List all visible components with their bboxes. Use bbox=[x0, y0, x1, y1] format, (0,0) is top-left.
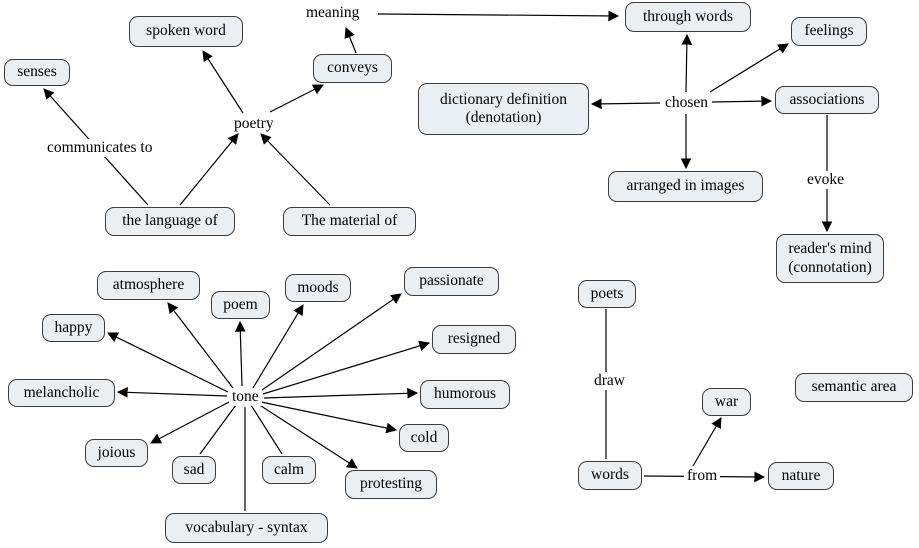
edge-label-chosen[interactable]: chosen bbox=[662, 94, 712, 112]
edge-chosen-associations bbox=[711, 95, 773, 107]
node-nature[interactable]: nature bbox=[768, 462, 834, 490]
node-semantic-area[interactable]: semantic area bbox=[795, 373, 913, 402]
node-conveys[interactable]: conveys bbox=[313, 54, 392, 83]
edge-chosen-through-words bbox=[681, 33, 693, 93]
node-moods[interactable]: moods bbox=[285, 274, 351, 302]
edge-tone-joious bbox=[150, 401, 230, 444]
edge-language-poetry bbox=[179, 133, 239, 206]
node-resigned[interactable]: resigned bbox=[432, 325, 516, 354]
edge-tone-poem bbox=[234, 320, 246, 387]
node-melancholic[interactable]: melancholic bbox=[8, 379, 115, 407]
node-happy[interactable]: happy bbox=[42, 314, 105, 342]
node-vocabulary-syntax[interactable]: vocabulary - syntax bbox=[165, 513, 328, 543]
edge-tone-resigned bbox=[262, 340, 431, 395]
edge-tone-humorous bbox=[263, 387, 419, 399]
edge-conveys-meaning bbox=[344, 26, 357, 54]
edge-chosen-feelings bbox=[709, 43, 789, 93]
edge-label-draw[interactable]: draw bbox=[591, 372, 628, 390]
node-humorous[interactable]: humorous bbox=[420, 380, 510, 409]
node-passionate[interactable]: passionate bbox=[404, 267, 499, 296]
node-arranged-in-images[interactable]: arranged in images bbox=[608, 171, 763, 202]
edge-chosen-dictionary-definition bbox=[590, 98, 661, 110]
edge-tone-happy bbox=[107, 332, 229, 393]
node-war[interactable]: war bbox=[702, 388, 751, 416]
node-poem[interactable]: poem bbox=[211, 291, 270, 319]
edge-label-from[interactable]: from bbox=[684, 467, 721, 485]
edge-tone-melancholic bbox=[116, 386, 228, 398]
node-joious[interactable]: joious bbox=[85, 439, 148, 467]
node-readers-mind[interactable]: reader's mind (connotation) bbox=[776, 234, 884, 283]
node-atmosphere[interactable]: atmosphere bbox=[97, 271, 200, 300]
edge-words-war bbox=[692, 417, 722, 467]
edge-label-poetry[interactable]: poetry bbox=[231, 115, 277, 133]
node-poets[interactable]: poets bbox=[578, 280, 636, 308]
edge-tone-moods bbox=[252, 304, 304, 389]
node-through-words[interactable]: through words bbox=[625, 2, 751, 32]
edge-tone-atmosphere bbox=[167, 302, 234, 389]
edge-tone-passionate bbox=[261, 293, 402, 391]
edge-tone-sad bbox=[199, 404, 237, 455]
edge-poetry-conveys bbox=[269, 84, 324, 113]
node-the-material-of[interactable]: The material of bbox=[283, 207, 416, 236]
node-dictionary-definition[interactable]: dictionary definition (denotation) bbox=[418, 83, 589, 135]
node-the-language-of[interactable]: the language of bbox=[105, 207, 235, 236]
node-spoken-word[interactable]: spoken word bbox=[129, 16, 243, 47]
node-cold[interactable]: cold bbox=[399, 424, 449, 452]
edge-label-communicates-to[interactable]: communicates to bbox=[44, 139, 156, 157]
node-feelings[interactable]: feelings bbox=[791, 17, 867, 46]
edge-poetry-spoken-word bbox=[202, 50, 244, 114]
edge-material-poetry bbox=[260, 133, 331, 206]
edge-tone-cold bbox=[260, 401, 398, 434]
edge-tone-calm bbox=[250, 404, 283, 455]
edge-tone-protesting bbox=[257, 403, 358, 469]
edge-label-tone[interactable]: tone bbox=[229, 388, 262, 406]
node-calm[interactable]: calm bbox=[262, 456, 316, 484]
node-associations[interactable]: associations bbox=[775, 86, 879, 114]
node-words[interactable]: words bbox=[578, 461, 642, 490]
node-sad[interactable]: sad bbox=[172, 456, 216, 484]
node-protesting[interactable]: protesting bbox=[345, 470, 437, 499]
edge-label-meaning[interactable]: meaning bbox=[303, 4, 363, 22]
edge-label-evoke[interactable]: evoke bbox=[804, 171, 848, 189]
node-senses[interactable]: senses bbox=[4, 59, 70, 86]
edge-meaning-through-words bbox=[377, 10, 620, 22]
